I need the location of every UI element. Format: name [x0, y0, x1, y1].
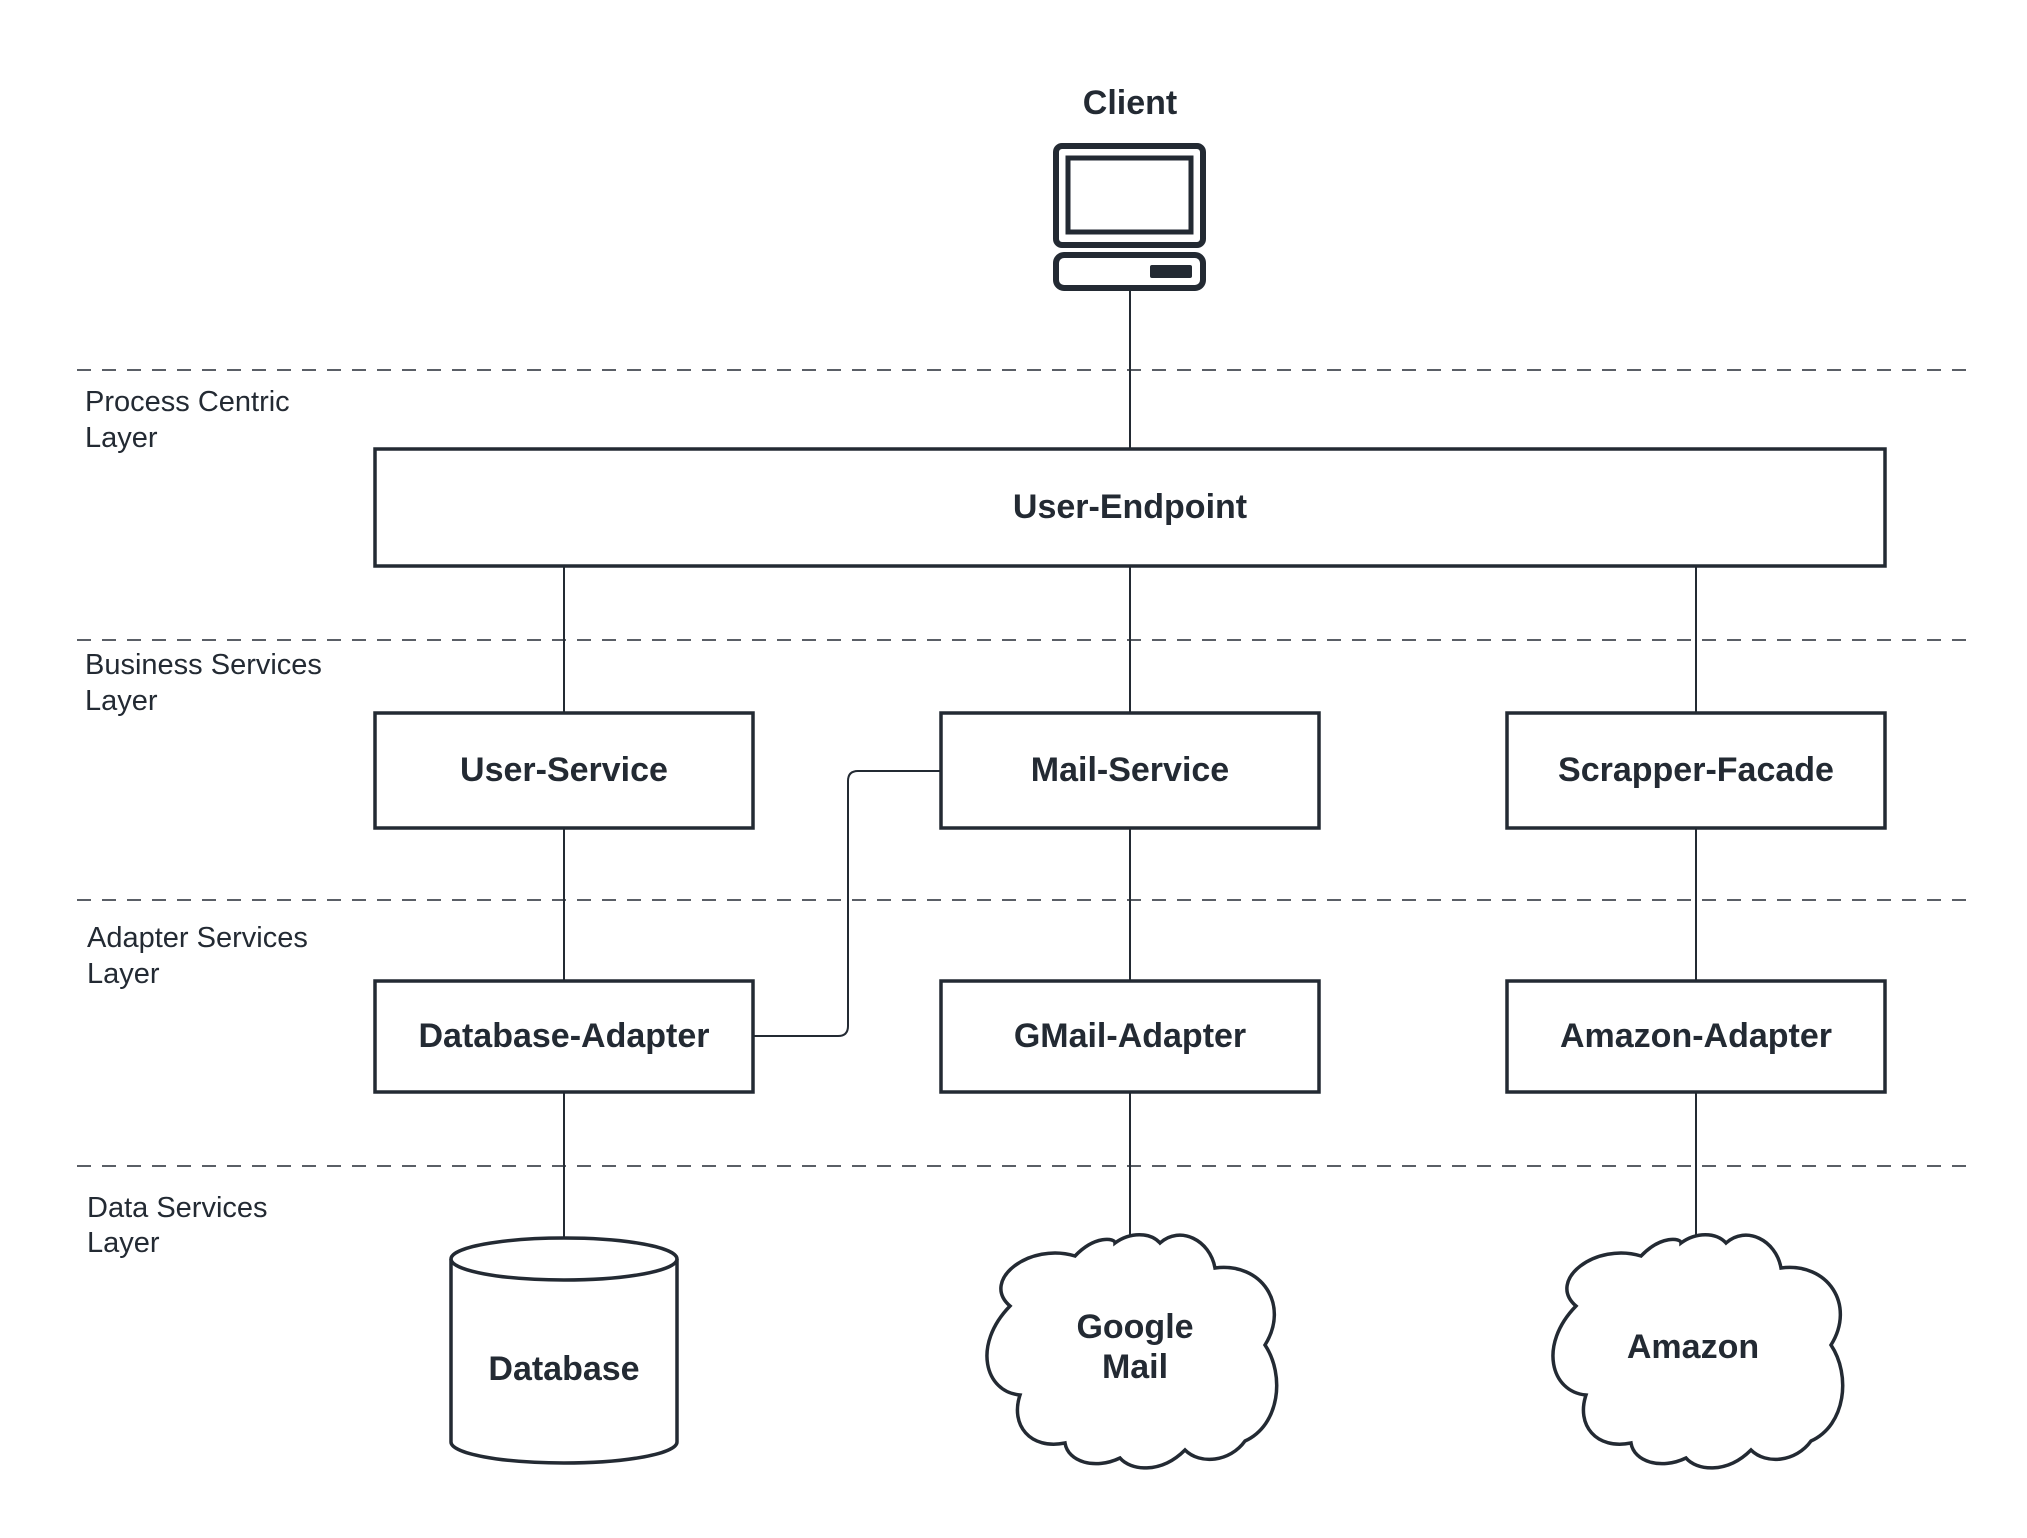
amazon-adapter-label: Amazon-Adapter — [1560, 1017, 1832, 1055]
gmail-adapter-label: GMail-Adapter — [1014, 1017, 1246, 1055]
amazon-cloud-icon — [1551, 1233, 1845, 1470]
scrapper-facade-label: Scrapper-Facade — [1558, 751, 1834, 789]
database-label: Database — [488, 1350, 639, 1388]
layer-label-process-line2: Layer — [85, 422, 158, 454]
layer-label-process-line1: Process Centric — [85, 386, 290, 418]
user-endpoint-label: User-Endpoint — [1013, 488, 1247, 526]
layer-label-business-line2: Layer — [85, 685, 158, 717]
database-adapter-label: Database-Adapter — [419, 1017, 710, 1055]
scrapper-facade-box — [1505, 711, 1887, 830]
mail-service-label: Mail-Service — [1031, 751, 1229, 789]
layer-label-data-line2: Layer — [87, 1227, 160, 1259]
user-endpoint-box — [373, 447, 1887, 568]
amazon-label: Amazon — [1627, 1328, 1759, 1366]
user-service-box — [373, 711, 755, 830]
gmail-adapter-box — [939, 979, 1321, 1094]
database-cylinder-icon — [449, 1236, 679, 1465]
google-mail-label-line1: Google — [1076, 1308, 1193, 1346]
user-service-label: User-Service — [460, 751, 668, 789]
client-label: Client — [1083, 84, 1177, 122]
google-mail-label-line2: Mail — [1102, 1348, 1168, 1386]
mail-service-box — [939, 711, 1321, 830]
layer-label-adapter-line2: Layer — [87, 958, 160, 990]
connector-mail-service-database-adapter — [753, 770, 940, 1037]
layer-label-business-line1: Business Services — [85, 649, 322, 681]
google-mail-cloud-icon — [985, 1233, 1279, 1470]
computer-icon — [1053, 143, 1206, 291]
amazon-adapter-box — [1505, 979, 1887, 1094]
layer-label-adapter-line1: Adapter Services — [87, 922, 308, 954]
database-adapter-box — [373, 979, 755, 1094]
layer-label-data-line1: Data Services — [87, 1192, 268, 1224]
